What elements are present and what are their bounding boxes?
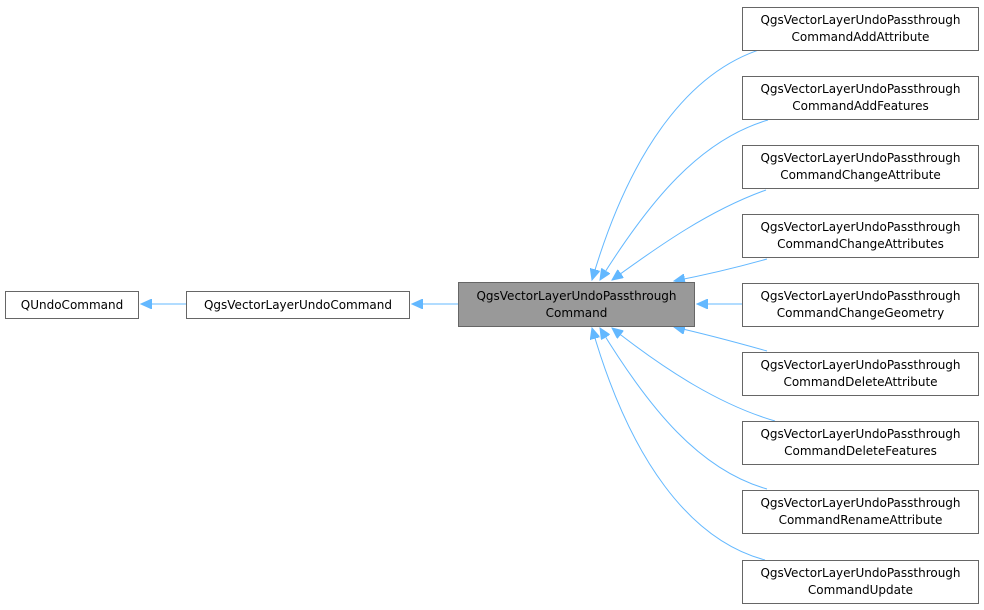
node-child-add-features[interactable]: QgsVectorLayerUndoPassthrough CommandAdd… <box>742 76 979 120</box>
node-label-line1: QgsVectorLayerUndoPassthrough <box>476 288 677 303</box>
node-child-add-attribute[interactable]: QgsVectorLayerUndoPassthrough CommandAdd… <box>742 7 979 51</box>
node-label-line1: QgsVectorLayerUndoPassthrough <box>760 82 961 96</box>
node-child-change-attribute[interactable]: QgsVectorLayerUndoPassthrough CommandCha… <box>742 145 979 189</box>
edge-child-6 <box>612 328 776 422</box>
node-child-change-attributes[interactable]: QgsVectorLayerUndoPassthrough CommandCha… <box>742 214 979 258</box>
node-label-line1: QgsVectorLayerUndoPassthrough <box>760 427 961 441</box>
node-child-delete-features[interactable]: QgsVectorLayerUndoPassthrough CommandDel… <box>742 421 979 465</box>
edge-child-5 <box>674 327 768 352</box>
edge-child-1 <box>600 119 769 280</box>
node-label-line2: CommandUpdate <box>807 583 914 597</box>
edge-child-3 <box>674 258 768 281</box>
node-child-change-geometry[interactable]: QgsVectorLayerUndoPassthrough CommandCha… <box>742 283 979 327</box>
edge-child-2 <box>612 189 767 280</box>
node-current-class: QgsVectorLayerUndoPassthrough Command <box>458 282 695 327</box>
node-label-line2: CommandAddFeatures <box>792 99 929 113</box>
node-label-line1: QgsVectorLayerUndoPassthrough <box>760 13 961 27</box>
node-label-line2: CommandAddAttribute <box>791 30 930 44</box>
node-label-line2: CommandChangeAttributes <box>777 237 944 251</box>
node-label-line2: CommandDeleteFeatures <box>784 444 937 458</box>
node-label: QgsVectorLayerUndoCommand <box>203 297 393 312</box>
node-child-rename-attribute[interactable]: QgsVectorLayerUndoPassthrough CommandRen… <box>742 490 979 534</box>
node-label-line1: QgsVectorLayerUndoPassthrough <box>760 151 961 165</box>
node-label: QUndoCommand <box>20 297 124 312</box>
edge-child-0 <box>592 47 766 280</box>
node-label-line1: QgsVectorLayerUndoPassthrough <box>760 566 961 580</box>
node-label-line1: QgsVectorLayerUndoPassthrough <box>760 496 961 510</box>
edge-child-8 <box>592 328 766 561</box>
node-label-line2: Command <box>545 305 608 320</box>
node-label-line2: CommandDeleteAttribute <box>783 375 938 389</box>
node-label-line2: CommandChangeAttribute <box>780 168 941 182</box>
edge-child-7 <box>600 328 768 490</box>
node-label-line2: CommandChangeGeometry <box>776 306 945 320</box>
node-label-line1: QgsVectorLayerUndoPassthrough <box>760 358 961 372</box>
node-qundocommand[interactable]: QUndoCommand <box>5 291 139 319</box>
node-child-update[interactable]: QgsVectorLayerUndoPassthrough CommandUpd… <box>742 560 979 604</box>
node-qgsvectorlayerundocommand[interactable]: QgsVectorLayerUndoCommand <box>186 291 410 319</box>
node-label-line1: QgsVectorLayerUndoPassthrough <box>760 220 961 234</box>
node-label-line2: CommandRenameAttribute <box>778 513 943 527</box>
node-label-line1: QgsVectorLayerUndoPassthrough <box>760 289 961 303</box>
node-child-delete-attribute[interactable]: QgsVectorLayerUndoPassthrough CommandDel… <box>742 352 979 396</box>
